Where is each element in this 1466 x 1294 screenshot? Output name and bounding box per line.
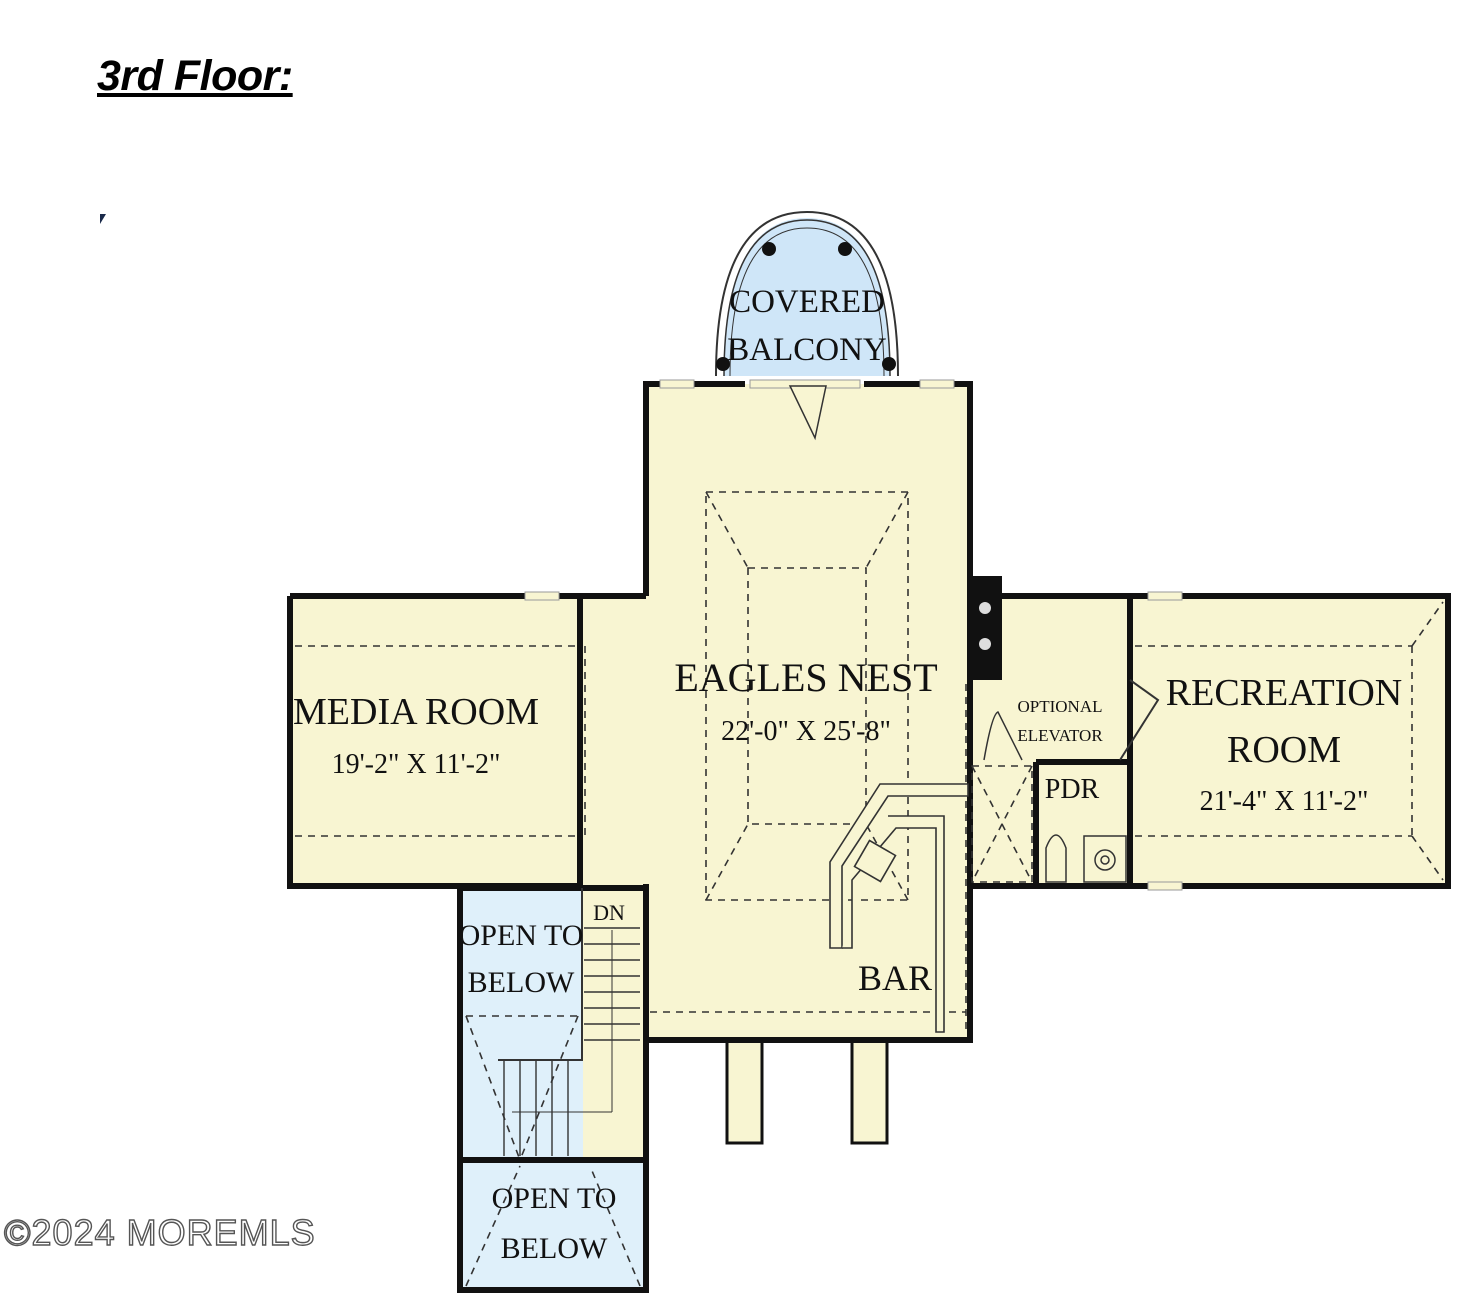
elevator-label-1: OPTIONAL (1018, 697, 1103, 716)
media-room-label: MEDIA ROOM (293, 691, 539, 733)
open-lower-label-1: OPEN TO (492, 1182, 617, 1215)
walls (287, 381, 1451, 1293)
balcony-floor (724, 218, 890, 376)
recreation-label-2: ROOM (1227, 729, 1341, 771)
bar-counter (829, 783, 969, 1033)
bar-label: BAR (858, 958, 932, 998)
media-room-size: 19'-2" X 11'-2" (332, 749, 501, 780)
open-lower-fill (462, 1163, 643, 1288)
elevator-shaft (970, 576, 1002, 680)
open-upper-label-2: BELOW (468, 966, 575, 999)
elevator-label-2: ELEVATOR (1017, 726, 1103, 745)
powder-fixtures (1045, 834, 1127, 883)
eagles-nest-size: 22'-0" X 25'-8" (721, 716, 891, 747)
stairs-down-label: DN (593, 900, 625, 925)
ceiling-lines (295, 491, 1444, 1287)
windows (524, 379, 1183, 891)
eagles-nest-label: EAGLES NEST (674, 655, 937, 700)
balcony-label-2: BALCONY (727, 332, 887, 368)
rec-door (1119, 679, 1160, 761)
balcony-arc (715, 210, 899, 377)
open-upper-fill (462, 888, 583, 1163)
corner-mark (100, 214, 106, 224)
open-upper-label-1: OPEN TO (459, 919, 584, 952)
open-lower-label-2: BELOW (501, 1232, 608, 1265)
page-heading: 3rd Floor: (97, 52, 293, 100)
recreation-size: 21'-4" X 11'-2" (1200, 786, 1369, 817)
copyright-watermark: ©2024 MOREMLS (3, 1211, 316, 1253)
elevator-door (983, 711, 1023, 761)
recreation-label-1: RECREATION (1166, 672, 1402, 714)
east-wing-floor (970, 596, 1448, 886)
column-left (727, 1038, 762, 1143)
balcony-columns (716, 242, 896, 371)
balcony-label-1: COVERED (729, 284, 885, 320)
media-room-floor (290, 596, 580, 886)
pdr-label: PDR (1045, 774, 1100, 805)
balcony-door (788, 385, 827, 441)
stairs (498, 888, 640, 1156)
column-right (852, 1038, 887, 1143)
stair-floor (583, 888, 643, 1163)
